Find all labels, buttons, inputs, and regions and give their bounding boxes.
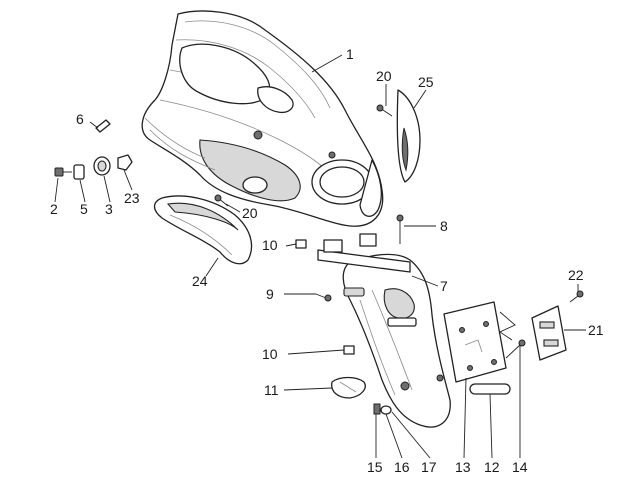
callout-9: 9 [266,286,274,302]
callout-13: 13 [455,459,471,475]
callout-7: 7 [440,278,448,294]
callout-15: 15 [367,459,383,475]
pad-12 [469,383,511,395]
callout-21: 21 [588,322,604,338]
spacer-5 [73,164,85,180]
screw-20-lower [214,194,229,207]
washer-16 [380,405,392,415]
clip-10-upper [295,239,307,249]
screw-8 [396,214,404,244]
callout-labels: 1 20 25 6 2 5 3 23 20 8 10 24 7 9 22 21 … [50,46,604,475]
callout-16: 16 [394,459,410,475]
callout-14: 14 [512,459,528,475]
callout-1: 1 [346,46,354,62]
callout-11: 11 [264,382,279,398]
license-plate-holder [443,301,516,383]
callout-20b: 20 [242,205,258,221]
screw-20-upper [376,104,393,117]
clip-10-lower [343,345,355,355]
screw-6 [95,119,111,133]
rear-body-shell [141,10,384,227]
callout-2: 2 [50,201,58,217]
callout-23: 23 [124,190,140,206]
callout-22: 22 [568,267,584,283]
license-lamp [531,305,567,361]
callout-8: 8 [440,218,448,234]
side-trim-panel [153,195,253,265]
screw-9 [315,293,332,302]
callout-24: 24 [192,273,208,289]
callout-10b: 10 [262,346,278,362]
bolt-15 [373,403,381,415]
callout-6: 6 [76,111,84,127]
screw-22 [569,290,584,303]
callout-3: 3 [105,201,113,217]
rear-mudguard [317,233,451,428]
bushing-3 [93,156,111,176]
callout-12: 12 [484,459,500,475]
callout-10a: 10 [262,237,278,253]
reflector-strip [396,89,421,183]
callout-17: 17 [421,459,437,475]
callout-25: 25 [418,74,434,90]
screw-14 [505,339,526,359]
screw-2 [54,167,72,177]
callout-20a: 20 [376,68,392,84]
reflector-11 [331,376,366,399]
nut-23 [117,154,133,171]
leader-lines [54,54,586,459]
callout-5: 5 [80,201,88,217]
